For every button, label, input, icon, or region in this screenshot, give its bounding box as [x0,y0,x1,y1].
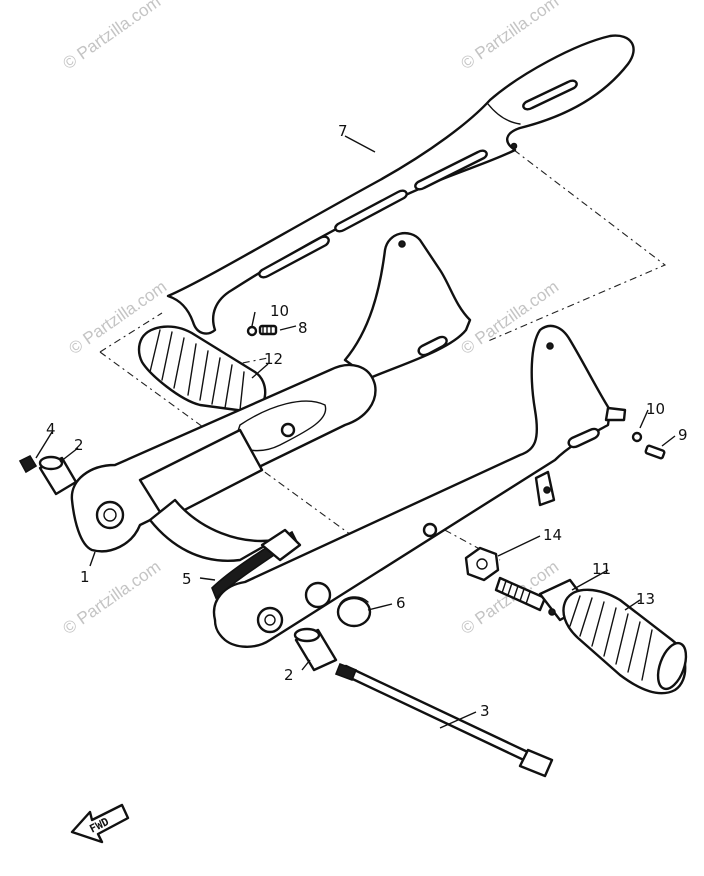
watermark-5: © Partzilla.com [59,557,164,638]
footrest-nut [464,546,500,582]
callouts: 7 10 8 12 4 2 1 5 6 2 3 14 11 13 10 9 [46,122,688,720]
callout-7: 7 [338,122,348,140]
left-plate [343,231,472,380]
callout-12: 12 [264,350,283,368]
fwd-arrow-icon: FWD [70,803,130,844]
callout-14: 14 [543,526,562,544]
pivot-bolt [334,662,554,778]
callout-9: 9 [678,426,688,444]
callout-8: 8 [298,319,308,337]
swing-arm [70,363,377,562]
chain-guard [166,34,635,335]
callout-6: 6 [396,594,406,612]
leader-lines [35,135,676,729]
callout-13: 13 [636,590,655,608]
left-bushing [18,454,78,496]
callout-3: 3 [480,702,490,720]
upper-bolts [246,324,278,337]
callout-10-upper: 10 [270,302,289,320]
callout-1: 1 [80,568,90,586]
callout-5: 5 [182,570,192,588]
callout-2-right: 2 [284,666,294,684]
right-arm [212,324,627,648]
right-bushing [293,627,338,672]
callout-11: 11 [592,560,611,578]
right-bolts [631,431,666,460]
cap [336,596,372,628]
right-footrest-rubber [562,588,688,695]
callout-10-right: 10 [646,400,665,418]
chain-puller [211,528,302,600]
callout-2-left: 2 [74,436,84,454]
watermark-1: © Partzilla.com [59,0,164,73]
watermarks: © Partzilla.com © Partzilla.com © Partzi… [59,0,562,638]
left-footrest-rubber [137,325,267,414]
callout-4: 4 [46,420,56,438]
